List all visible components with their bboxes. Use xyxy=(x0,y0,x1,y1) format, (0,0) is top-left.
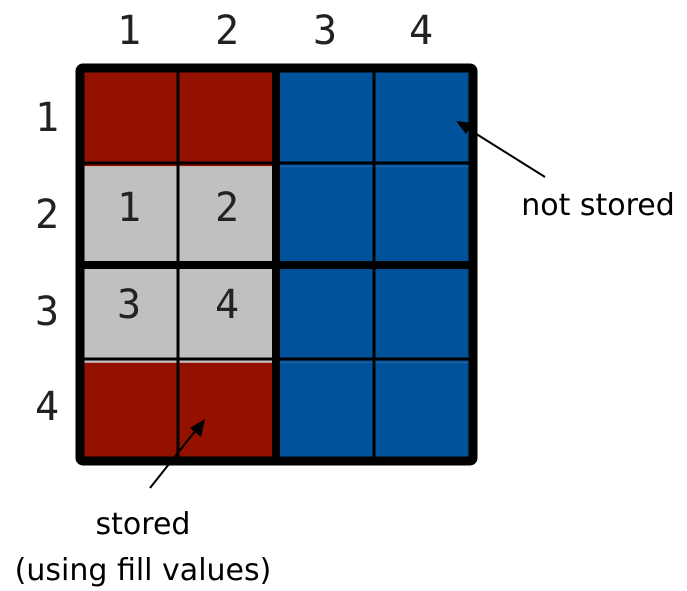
not-stored-annotation: not stored xyxy=(456,121,675,223)
stored-label-line2: (using fill values) xyxy=(15,553,272,588)
not-stored-arrowhead xyxy=(456,121,473,134)
cell-r4-c1 xyxy=(80,362,179,461)
column-labels: 1 2 3 4 xyxy=(117,8,433,54)
cell-r4-c3 xyxy=(276,362,375,461)
cell-r1-c1 xyxy=(80,68,179,167)
cell-r2-c1 xyxy=(80,166,179,265)
col-label-2: 2 xyxy=(215,8,239,54)
stored-annotation: stored (using fill values) xyxy=(15,419,272,588)
stored-arrow-line xyxy=(149,429,197,489)
cell-r3-c1 xyxy=(80,264,179,363)
row-label-3: 3 xyxy=(35,289,59,335)
cell-value-3: 3 xyxy=(117,282,141,328)
cell-r2-c2 xyxy=(178,166,277,265)
cell-r1-c2 xyxy=(178,68,277,167)
row-label-1: 1 xyxy=(35,95,59,141)
grid-cells xyxy=(80,68,473,461)
col-label-1: 1 xyxy=(117,8,141,54)
cell-r2-c4 xyxy=(374,166,473,265)
not-stored-label: not stored xyxy=(521,188,675,223)
cell-r1-c3 xyxy=(276,68,375,167)
row-label-4: 4 xyxy=(35,384,59,430)
stored-label-line1: stored xyxy=(96,507,191,542)
cell-r4-c2 xyxy=(178,362,277,461)
col-label-3: 3 xyxy=(313,8,337,54)
cell-values: 1 2 3 4 xyxy=(117,185,239,328)
cell-r3-c4 xyxy=(374,264,473,363)
cell-value-2: 2 xyxy=(215,185,239,231)
cell-r4-c4 xyxy=(374,362,473,461)
cell-r3-c3 xyxy=(276,264,375,363)
cell-value-4: 4 xyxy=(215,282,239,328)
row-label-2: 2 xyxy=(35,192,59,238)
cell-r3-c2 xyxy=(178,264,277,363)
cell-r2-c3 xyxy=(276,166,375,265)
chunk-boundaries xyxy=(80,68,473,461)
cell-r1-c4 xyxy=(374,68,473,167)
outer-border xyxy=(75,63,478,466)
row-labels: 1 2 3 4 xyxy=(35,95,59,430)
cell-value-1: 1 xyxy=(117,185,141,231)
stored-arrowhead xyxy=(190,419,205,437)
not-stored-arrow-line xyxy=(469,129,546,178)
col-label-4: 4 xyxy=(409,8,433,54)
